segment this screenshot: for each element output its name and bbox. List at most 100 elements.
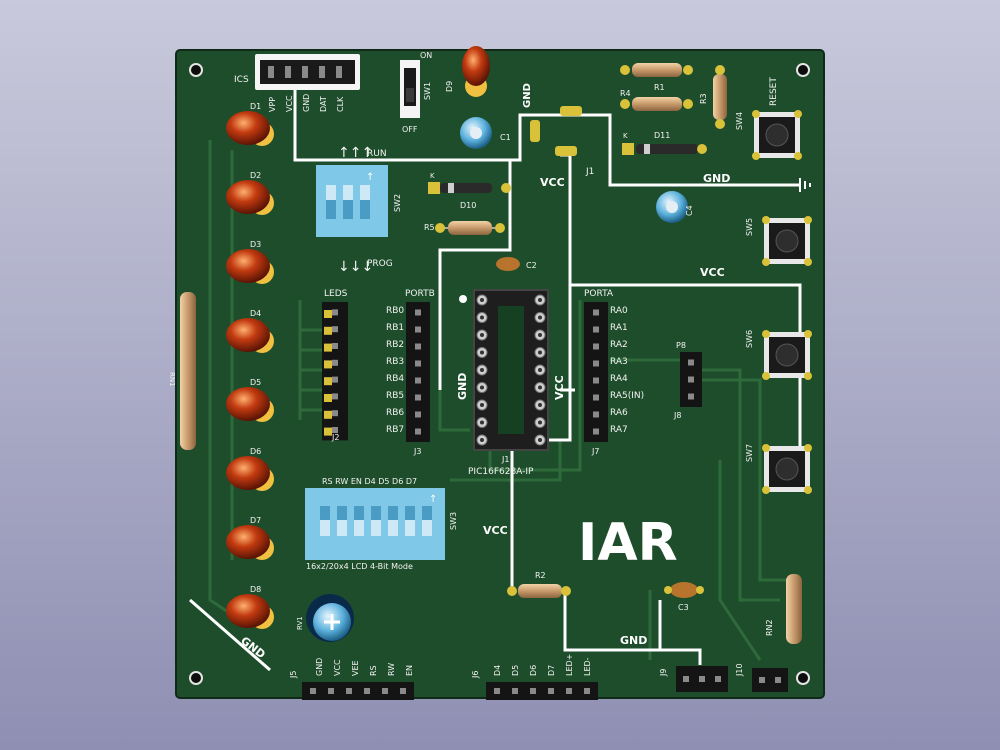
porta-pin-label: RA0: [610, 306, 628, 316]
gnd-right-label: GND: [703, 172, 730, 185]
resistor-r1: [620, 63, 693, 77]
c1-ref: C1: [500, 133, 511, 142]
led-ref: D3: [250, 240, 261, 249]
d10-ref: D10: [460, 201, 476, 210]
sw6-ref: SW6: [745, 330, 754, 348]
leds-header-ref: J2: [331, 433, 339, 442]
portb-header[interactable]: [406, 302, 430, 442]
jumper-ref: J1: [585, 167, 594, 177]
j6-ref: J6: [471, 671, 480, 679]
button-sw5[interactable]: [762, 216, 812, 266]
j5-pin-label: VCC: [333, 659, 342, 676]
r5-ref: R5: [424, 223, 435, 232]
led-ref: D4: [250, 309, 261, 318]
power-switch[interactable]: [400, 60, 420, 118]
p8-header[interactable]: [680, 352, 702, 407]
rn1-ref: RN1: [168, 372, 176, 387]
porta-pin-label: RA2: [610, 340, 628, 350]
j5-ref: J5: [289, 671, 298, 679]
svg-text:↑: ↑: [366, 172, 374, 183]
porta-pin-label: RA7: [610, 425, 628, 435]
j6-pin-label: LED+: [565, 654, 574, 676]
run-arrows: ↑↑↑: [338, 145, 373, 161]
d11-k: K: [623, 132, 628, 140]
porta-pin-label: RA6: [610, 408, 628, 418]
potentiometer-rv1[interactable]: [306, 594, 354, 642]
r4-ref: R4: [620, 89, 631, 98]
mcu-ref: J1: [501, 455, 509, 464]
r1-ref: R1: [654, 83, 665, 92]
run-prog-dip-switch[interactable]: ↑: [316, 165, 388, 237]
c2-ref: C2: [526, 261, 537, 270]
sw5-ref: SW5: [745, 218, 754, 236]
power-led-ref: D9: [445, 81, 454, 92]
j5-pin-label: GND: [315, 658, 324, 676]
resistor-r5: [435, 221, 505, 235]
lcd-power-header[interactable]: [302, 682, 414, 700]
lcd-data-header[interactable]: [486, 682, 598, 700]
leds-header[interactable]: [322, 302, 348, 441]
vcc-jumper[interactable]: [530, 106, 582, 156]
capacitor-c1: [460, 117, 492, 149]
reset-button[interactable]: [752, 110, 802, 160]
led-ref: D7: [250, 516, 261, 525]
j6-pin-label: LED-: [583, 657, 592, 676]
led-ref: D1: [250, 102, 261, 111]
ground-symbol: [799, 178, 811, 192]
lcd-switch-labels: RS RW EN D4 D5 D6 D7: [322, 477, 417, 486]
power-led: [462, 46, 490, 97]
diode-d11: [622, 143, 707, 155]
sw7-ref: SW7: [745, 444, 754, 462]
power-switch-ref: SW1: [423, 82, 432, 100]
led-d1: [226, 111, 274, 146]
prog-label: PROG: [367, 259, 393, 269]
porta-title: PORTA: [584, 289, 614, 299]
resistor-r2: [507, 584, 571, 598]
p8-title: P8: [676, 341, 686, 350]
resistor-r4: [620, 97, 693, 111]
lcd-dip-switch[interactable]: ↑: [305, 488, 445, 560]
portb-pin-label: RB4: [386, 374, 404, 384]
resistor-network-rn2: [786, 574, 802, 644]
c3-ref: C3: [678, 603, 689, 612]
j10-header[interactable]: [752, 668, 788, 692]
led-d5: [226, 387, 274, 422]
mounting-holes: [189, 63, 810, 685]
resistor-r3: [713, 65, 727, 129]
porta-header[interactable]: [584, 302, 608, 442]
led-ref: D5: [250, 378, 261, 387]
capacitor-c3: [664, 582, 704, 598]
led-d6: [226, 456, 274, 491]
sw3-ref: SW3: [449, 512, 458, 530]
gnd-top-label: GND: [522, 83, 533, 108]
led-ref: D8: [250, 585, 261, 594]
led-d8: [226, 594, 274, 629]
button-sw6[interactable]: [762, 330, 812, 380]
portb-pin-label: RB6: [386, 408, 404, 418]
power-off-label: OFF: [402, 125, 418, 134]
leds-header-title: LEDS: [324, 289, 348, 299]
mcu-gnd-label: GND: [456, 373, 469, 400]
diode-d10: [428, 182, 511, 194]
led-ref: D6: [250, 447, 261, 456]
button-sw7[interactable]: [762, 444, 812, 494]
led-d2: [226, 180, 274, 215]
icsp-pin-label: CLK: [336, 96, 345, 112]
icsp-pin-label: GND: [302, 94, 311, 112]
p8-ref: J8: [673, 411, 681, 420]
j6-pin-label: D4: [493, 665, 502, 676]
prog-arrows: ↓↓↓: [338, 259, 373, 275]
icsp-ref: ICS: [234, 75, 249, 85]
j10-ref: J10: [735, 663, 744, 677]
porta-pin-label: RA3: [610, 357, 628, 367]
j5-pin-label: VEE: [351, 660, 360, 676]
j9-header[interactable]: [676, 666, 728, 692]
porta-pin-label: RA5(IN): [610, 391, 644, 401]
portb-title: PORTB: [405, 289, 435, 299]
icsp-header[interactable]: [255, 54, 360, 90]
